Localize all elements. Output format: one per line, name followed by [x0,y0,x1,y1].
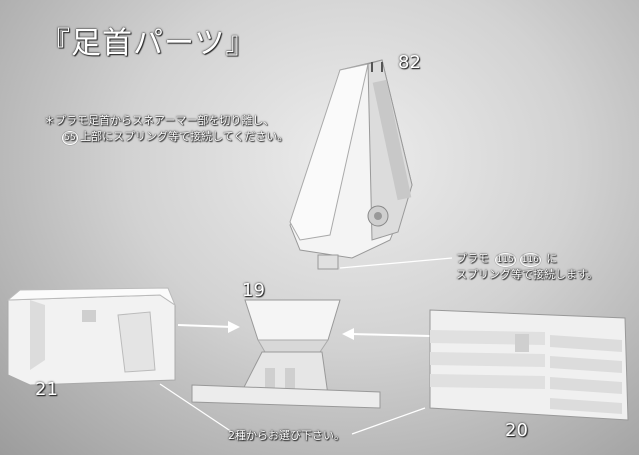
leader-line-82 [339,257,453,269]
circled-part-number-a: 115 [494,253,516,267]
arrow-20-to-19 [342,328,431,340]
instruction-note-line1: ＊プラモ足首からスネアーマー部を切り離し、 [44,114,275,127]
part-number-82: 82 [398,52,421,73]
choice-note: 2種からお選び下さい。 [228,429,345,442]
instruction-note-line2-text: 上部にスプリング等で接続してください。 [80,130,289,143]
arrow-21-to-19 [177,321,240,333]
part-number-21: 21 [35,379,58,400]
part-number-20: 20 [505,420,528,441]
spring-label-line2: スプリング等で接続します。 [456,268,598,281]
part-82-drawing [289,59,413,270]
leader-line-21 [159,383,233,433]
page-title: 『足首パーツ』 [40,26,257,61]
circled-part-number-b: 116 [519,253,541,267]
circled-part-number: 55 [62,131,78,145]
spring-label-suffix: に [546,252,558,265]
part-19-drawing [191,299,381,409]
part-number-19: 19 [242,280,265,301]
part-21-drawing [6,287,177,386]
leader-line-20 [351,407,426,435]
spring-label-prefix: プラモ [456,252,489,265]
part-20-drawing [429,309,629,421]
